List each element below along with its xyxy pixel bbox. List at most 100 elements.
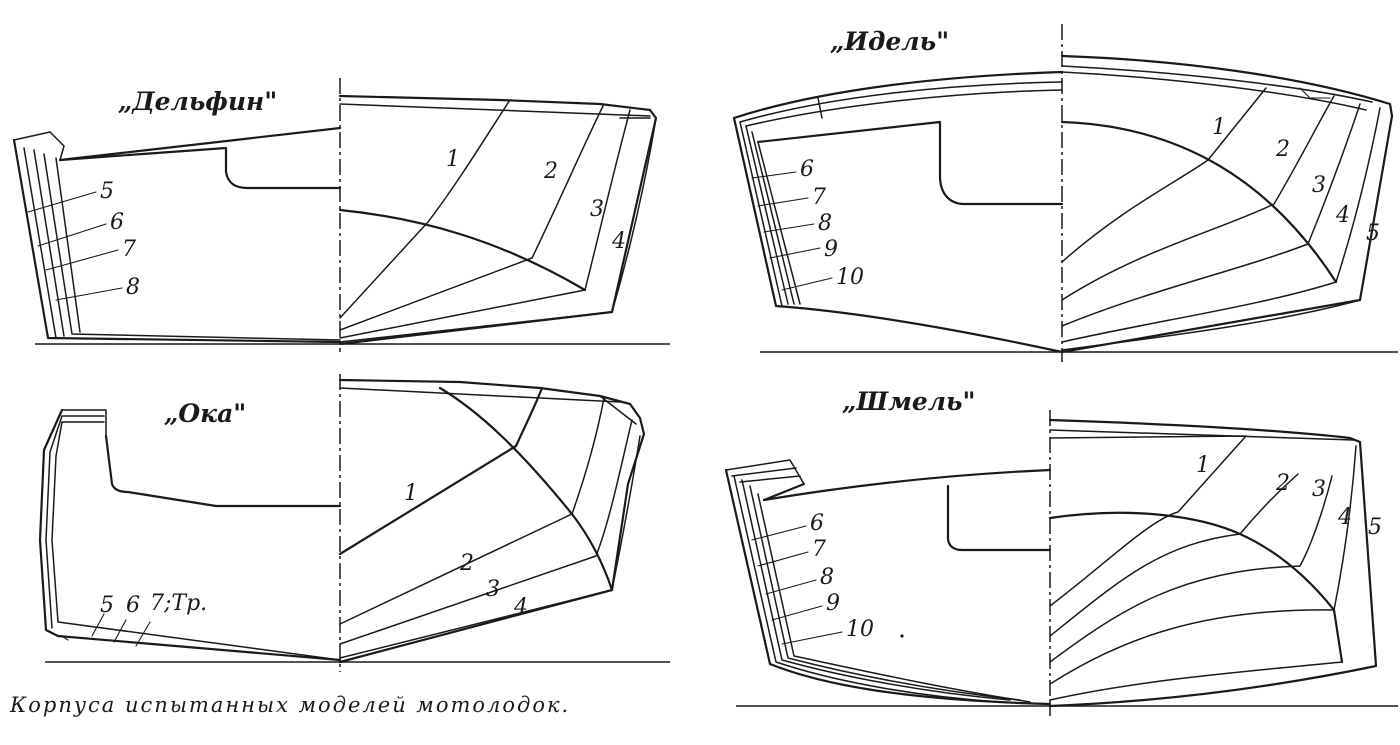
delfin-leader-8 (55, 287, 123, 301)
delfin-label-4: 4 (611, 229, 626, 254)
oka-section-2 (339, 397, 605, 625)
oka-transom-top (61, 409, 107, 437)
idel-label-5: 5 (1366, 221, 1380, 246)
idel-sheer-mid (739, 81, 1063, 123)
shmel-leader-7 (757, 551, 809, 567)
oka-section-1 (338, 386, 544, 556)
idel-section-2 (1061, 95, 1335, 301)
shmel-section-5 (1049, 661, 1343, 701)
idel-title: „Идель" (830, 27, 949, 56)
idel-bow-outline (1060, 54, 1394, 354)
shmel-stern-half: 6 7 8 9 10 (724, 459, 1052, 706)
shmel-label-4: 4 (1337, 505, 1352, 530)
idel-stern-contour-e (757, 141, 801, 305)
oka-stern-foot (61, 635, 69, 641)
oka-stern-contour-a (38, 408, 342, 662)
shmel-label-5: 5 (1368, 515, 1382, 540)
delfin-stern-half: 5 6 7 8 (12, 126, 342, 344)
oka-bow-half: 1 2 3 4 (338, 378, 646, 664)
shmel-stern-contour-d (749, 485, 1021, 701)
shmel-stern-contour-e (757, 493, 1031, 703)
shmel-chine-curve (1048, 511, 1344, 664)
idel-stern-contour-d (751, 131, 795, 305)
oka-leader-7 (135, 621, 151, 647)
oka-label-7: 7;Тр. (150, 591, 207, 616)
shmel-label-2: 2 (1275, 471, 1290, 496)
idel-section-4 (1061, 107, 1381, 343)
panel-oka: „Ока" 5 6 7;Тр. (9, 374, 670, 717)
delfin-label-8: 8 (126, 275, 140, 300)
delfin-deck-line (58, 126, 342, 162)
delfin-leader-7 (45, 249, 119, 271)
idel-stern-contour-a (732, 116, 1064, 354)
shmel-section-3 (1049, 475, 1333, 663)
oka-sheer-corner (599, 395, 637, 425)
idel-leader-6 (751, 171, 797, 179)
oka-label-5: 5 (100, 593, 114, 618)
delfin-label-3: 3 (590, 197, 604, 222)
shmel-section-2 (1049, 473, 1299, 637)
idel-sheer-tick (1299, 87, 1331, 99)
figure-caption: Корпуса испытанных моделей мотолодок. (9, 693, 570, 717)
delfin-section-1 (339, 99, 511, 319)
idel-sheer-inner (745, 89, 1063, 127)
delfin-label-5: 5 (100, 179, 114, 204)
delfin-stern-contour-d (43, 153, 341, 341)
oka-title: „Ока" (164, 399, 246, 428)
panel-delfin: „Дельфин" 5 6 7 8 (12, 78, 670, 352)
delfin-bow-half: 1 2 3 4 (338, 94, 658, 346)
delfin-transom-top (13, 131, 65, 161)
oka-label-2: 2 (459, 551, 474, 576)
shmel-leader-6 (751, 525, 807, 541)
idel-section-3 (1061, 103, 1361, 327)
shmel-ink-dot (900, 634, 904, 638)
panel-idel: „Идель" 6 7 8 9 10 (732, 24, 1398, 362)
idel-label-8: 8 (818, 211, 832, 236)
oka-stern-half: 5 6 7;Тр. (38, 408, 342, 662)
delfin-section-4 (339, 117, 657, 343)
idel-leader-8 (763, 223, 815, 233)
shmel-bow-outline (1048, 418, 1378, 708)
oka-bow-outline (338, 378, 646, 664)
idel-sheer-line-a (1061, 65, 1373, 103)
shmel-leader-10 (781, 631, 843, 645)
shmel-leader-9 (771, 605, 823, 621)
delfin-title: „Дельфин" (118, 87, 277, 116)
idel-label-7: 7 (812, 185, 826, 210)
delfin-label-2: 2 (543, 159, 558, 184)
oka-label-4: 4 (513, 595, 528, 620)
shmel-label-1: 1 (1196, 453, 1210, 478)
oka-label-6: 6 (126, 593, 140, 618)
oka-leader-5 (91, 613, 105, 637)
delfin-chine-curve (338, 208, 587, 292)
idel-stern-contour-b (739, 121, 783, 307)
shmel-label-6: 6 (810, 511, 824, 536)
shmel-stern-contour-a (724, 468, 1052, 706)
delfin-section-2 (339, 103, 605, 331)
shmel-label-10: 10 (846, 617, 874, 642)
shmel-sheer-line (1049, 429, 1355, 441)
idel-section-5-bottom (1061, 299, 1361, 351)
delfin-label-7: 7 (122, 237, 136, 262)
delfin-cutout (58, 146, 342, 190)
shmel-cutout (946, 484, 1052, 552)
shmel-label-7: 7 (812, 537, 826, 562)
delfin-stern-contour-a (12, 138, 342, 344)
shmel-label-8: 8 (820, 565, 834, 590)
shmel-label-9: 9 (826, 591, 840, 616)
idel-label-3: 3 (1312, 173, 1326, 198)
shmel-deck-join (762, 482, 806, 502)
idel-label-10: 10 (836, 265, 864, 290)
shmel-stern-contour-c (741, 479, 1011, 701)
shmel-title: „Шмель" (842, 387, 976, 416)
oka-chine-curve (438, 386, 614, 592)
oka-label-3: 3 (486, 577, 500, 602)
shmel-bow-half: 1 2 3 4 5 (900, 418, 1382, 708)
idel-sheer-line-b (1061, 71, 1367, 111)
delfin-stern-contour-b (23, 147, 57, 339)
shmel-stern-contour-b (733, 475, 1001, 703)
delfin-leader-6 (37, 223, 107, 247)
idel-bow-half: 1 2 3 4 5 (1060, 54, 1394, 354)
shmel-transom-step-b (739, 475, 801, 483)
